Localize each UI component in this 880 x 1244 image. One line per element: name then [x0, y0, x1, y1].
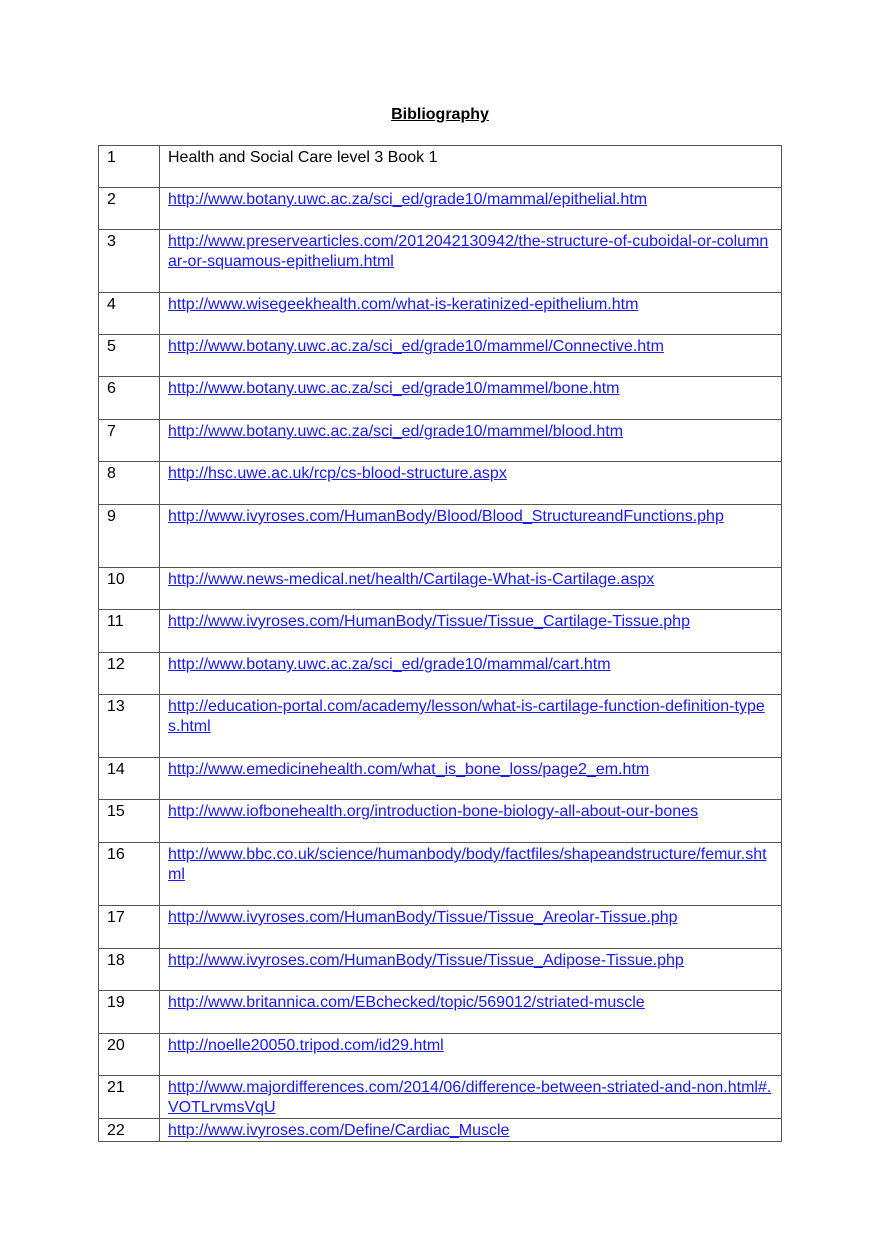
entry-number: 17: [98, 905, 160, 949]
reference-link[interactable]: http://www.botany.uwc.ac.za/sci_ed/grade…: [168, 423, 624, 440]
entry-number: 7: [98, 419, 160, 462]
entry-number: 5: [98, 334, 160, 377]
table-row: 13 http://education-portal.com/academy/l…: [98, 694, 782, 758]
reference-link[interactable]: http://www.majordifferences.com/2014/06/…: [168, 1079, 772, 1116]
table-row: 1 Health and Social Care level 3 Book 1: [98, 145, 782, 188]
reference-link[interactable]: http://education-portal.com/academy/less…: [168, 698, 765, 735]
entry-number: 12: [98, 652, 160, 695]
entry-number: 19: [98, 990, 160, 1034]
table-row: 22 http://www.ivyroses.com/Define/Cardia…: [98, 1118, 782, 1142]
reference-link[interactable]: http://www.botany.uwc.ac.za/sci_ed/grade…: [168, 656, 611, 673]
entry-number: 13: [98, 694, 160, 758]
bibliography-table: 1 Health and Social Care level 3 Book 1 …: [98, 145, 782, 1142]
reference-link[interactable]: http://www.news-medical.net/health/Carti…: [168, 571, 655, 588]
reference-link[interactable]: http://www.ivyroses.com/HumanBody/Tissue…: [168, 909, 678, 926]
reference-link[interactable]: http://www.ivyroses.com/Define/Cardiac_M…: [168, 1122, 510, 1139]
table-row: 6 http://www.botany.uwc.ac.za/sci_ed/gra…: [98, 376, 782, 420]
table-row: 20 http://noelle20050.tripod.com/id29.ht…: [98, 1033, 782, 1076]
entry-number: 4: [98, 292, 160, 335]
table-row: 21 http://www.majordifferences.com/2014/…: [98, 1075, 782, 1119]
table-row: 18 http://www.ivyroses.com/HumanBody/Tis…: [98, 948, 782, 991]
table-row: 17 http://www.ivyroses.com/HumanBody/Tis…: [98, 905, 782, 949]
entry-number: 22: [98, 1118, 160, 1142]
entry-number: 16: [98, 842, 160, 906]
reference-link[interactable]: http://www.ivyroses.com/HumanBody/Tissue…: [168, 952, 684, 969]
entry-number: 21: [98, 1075, 160, 1119]
table-row: 8 http://hsc.uwe.ac.uk/rcp/cs-blood-stru…: [98, 461, 782, 505]
reference-link[interactable]: http://hsc.uwe.ac.uk/rcp/cs-blood-struct…: [168, 465, 507, 482]
table-row: 15 http://www.iofbonehealth.org/introduc…: [98, 799, 782, 843]
table-row: 3 http://www.preservearticles.com/201204…: [98, 229, 782, 293]
table-row: 7 http://www.botany.uwc.ac.za/sci_ed/gra…: [98, 419, 782, 462]
table-row: 19 http://www.britannica.com/EBchecked/t…: [98, 990, 782, 1034]
entry-number: 3: [98, 229, 160, 293]
reference-link[interactable]: http://www.ivyroses.com/HumanBody/Blood/…: [168, 508, 724, 525]
reference-link[interactable]: http://www.preservearticles.com/20120421…: [168, 233, 769, 270]
entry-number: 10: [98, 567, 160, 610]
entry-number: 9: [98, 504, 160, 568]
reference-link[interactable]: http://noelle20050.tripod.com/id29.html: [168, 1037, 444, 1054]
table-row: 12 http://www.botany.uwc.ac.za/sci_ed/gr…: [98, 652, 782, 695]
entry-number: 8: [98, 461, 160, 505]
reference-link[interactable]: http://www.bbc.co.uk/science/humanbody/b…: [168, 846, 767, 883]
entry-number: 6: [98, 376, 160, 420]
entry-number: 15: [98, 799, 160, 843]
entry-number: 11: [98, 609, 160, 653]
reference-link[interactable]: http://www.botany.uwc.ac.za/sci_ed/grade…: [168, 338, 664, 355]
reference-link[interactable]: http://www.ivyroses.com/HumanBody/Tissue…: [168, 613, 690, 630]
entry-number: 2: [98, 187, 160, 230]
table-row: 5 http://www.botany.uwc.ac.za/sci_ed/gra…: [98, 334, 782, 377]
entry-number: 1: [98, 145, 160, 188]
table-row: 2 http://www.botany.uwc.ac.za/sci_ed/gra…: [98, 187, 782, 230]
entry-number: 18: [98, 948, 160, 991]
reference-link[interactable]: http://www.emedicinehealth.com/what_is_b…: [168, 761, 650, 778]
reference-link[interactable]: http://www.wisegeekhealth.com/what-is-ke…: [168, 296, 639, 313]
entry-number: 14: [98, 757, 160, 800]
reference-link[interactable]: http://www.britannica.com/EBchecked/topi…: [168, 994, 645, 1011]
reference-link[interactable]: http://www.iofbonehealth.org/introductio…: [168, 803, 699, 820]
reference-link[interactable]: http://www.botany.uwc.ac.za/sci_ed/grade…: [168, 380, 620, 397]
table-row: 11 http://www.ivyroses.com/HumanBody/Tis…: [98, 609, 782, 653]
reference-link[interactable]: http://www.botany.uwc.ac.za/sci_ed/grade…: [168, 191, 648, 208]
entry-text: Health and Social Care level 3 Book 1: [159, 145, 782, 188]
table-row: 10 http://www.news-medical.net/health/Ca…: [98, 567, 782, 610]
table-row: 14 http://www.emedicinehealth.com/what_i…: [98, 757, 782, 800]
table-row: 9 http://www.ivyroses.com/HumanBody/Bloo…: [98, 504, 782, 568]
page-title: Bibliography: [391, 106, 489, 123]
entry-number: 20: [98, 1033, 160, 1076]
table-row: 16 http://www.bbc.co.uk/science/humanbod…: [98, 842, 782, 906]
table-row: 4 http://www.wisegeekhealth.com/what-is-…: [98, 292, 782, 335]
